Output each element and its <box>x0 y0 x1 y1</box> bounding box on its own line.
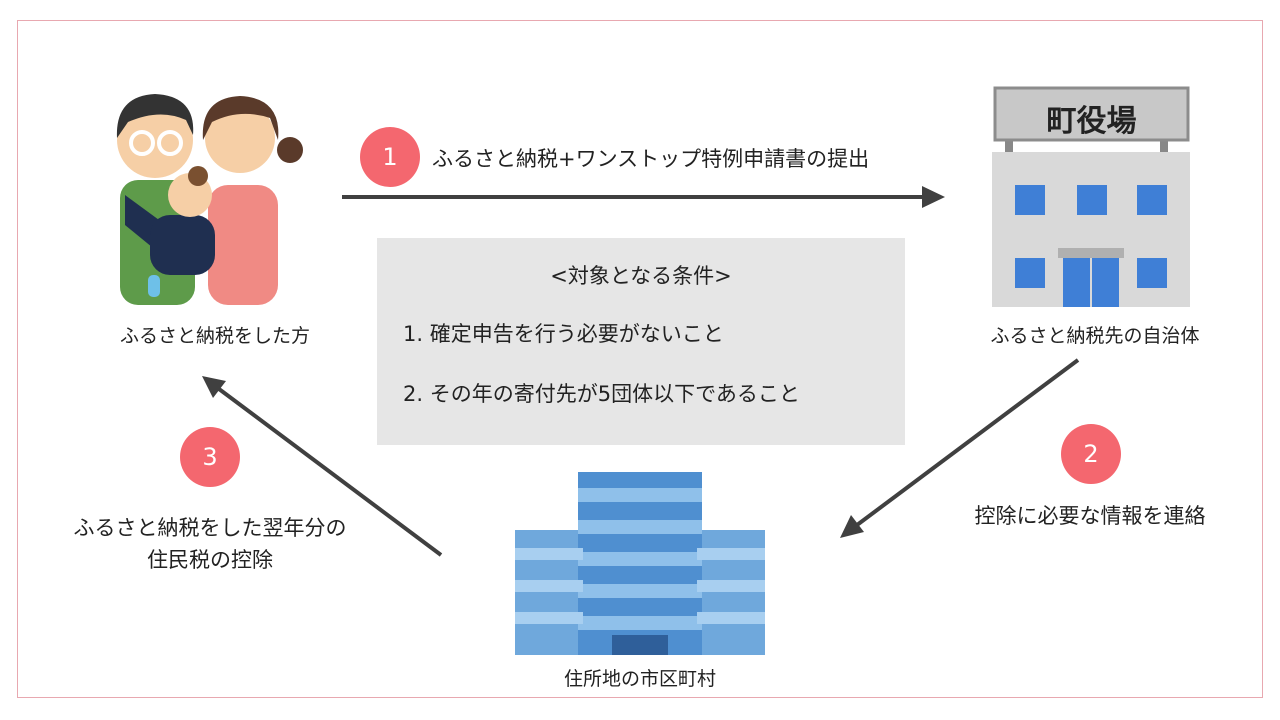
diagram-frame <box>17 20 1263 698</box>
city-hall-illustration <box>515 472 765 655</box>
family-illustration <box>116 94 303 305</box>
father-head <box>117 102 193 178</box>
town-office-label: ふるさと納税先の自治体 <box>990 325 1200 347</box>
city-hall-door <box>612 635 668 655</box>
condition-item-1: 1. 確定申告を行う必要がないこと <box>403 322 724 346</box>
step-3-label-line-1: ふるさと納税をした翌年分の <box>73 516 347 540</box>
mother-head <box>205 103 275 173</box>
glasses-left <box>129 130 155 156</box>
town-office-sign-text: 町役場 <box>1046 104 1137 139</box>
mother-body <box>208 185 278 305</box>
mother-hair <box>202 96 279 140</box>
step-1-badge: 1 <box>360 127 420 187</box>
baby-carrier <box>150 215 215 275</box>
baby-hair <box>188 166 208 186</box>
town-office-sign <box>993 86 1190 142</box>
step-3-label-line-2: 住民税の控除 <box>147 548 273 572</box>
mother-ponytail <box>277 137 303 163</box>
baby-leg <box>148 275 160 297</box>
arrow-step-1 <box>342 186 945 208</box>
condition-item-2: 2. その年の寄付先が5団体以下であること <box>403 382 800 406</box>
town-office-illustration <box>992 86 1190 307</box>
conditions-box: <対象となる条件> 1. 確定申告を行う必要がないこと 2. その年の寄付先が5… <box>377 238 905 445</box>
city-hall-label: 住所地の市区町村 <box>563 668 716 690</box>
arrow-step-2 <box>840 358 1080 538</box>
conditions-title: <対象となる条件> <box>550 264 732 288</box>
step-2-badge: 2 <box>1061 424 1121 484</box>
step-3-badge: 3 <box>180 427 240 487</box>
step-2-label: 控除に必要な情報を連絡 <box>974 504 1206 528</box>
glasses-right <box>157 130 183 156</box>
family-label: ふるさと納税をした方 <box>119 325 310 347</box>
step-1-label: ふるさと納税+ワンストップ特例申請書の提出 <box>432 147 870 171</box>
father-hair <box>116 94 194 138</box>
arrow-step-3 <box>202 376 443 557</box>
